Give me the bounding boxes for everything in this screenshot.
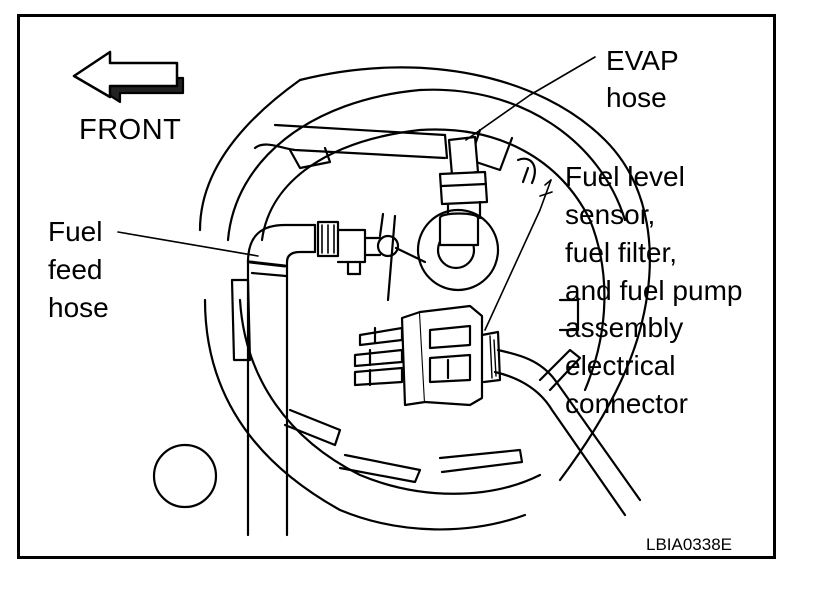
wiring-harness [493, 348, 642, 517]
sensor-label-line7: connector [565, 388, 688, 419]
sensor-label-line6: electrical [565, 350, 676, 381]
leader-lines [117, 56, 596, 331]
fuel-feed-hose [246, 212, 427, 537]
fuel-feed-hose-label-line1: Fuel [48, 216, 103, 247]
sensor-label-line1: Fuel level [565, 161, 685, 192]
pump-flange [230, 128, 606, 495]
sensor-label-line3: fuel filter, [565, 237, 678, 268]
electrical-connector [353, 304, 502, 407]
tank-outer-ring [198, 66, 651, 531]
left-arrow-icon [72, 50, 185, 104]
sensor-label-line5: assembly [565, 312, 684, 343]
sensor-label-line2: sensor, [565, 199, 656, 230]
fuel-feed-hose-label-line2: feed [48, 254, 103, 285]
fuel-feed-hose-label-line3: hose [48, 292, 109, 323]
pump-center-fitting [416, 208, 500, 292]
evap-hose-label-line2: hose [606, 82, 667, 113]
evap-hose-label-line1: EVAP [606, 45, 679, 76]
front-label: FRONT [79, 114, 182, 146]
evap-hose [253, 123, 489, 222]
sensor-label-line4: and fuel pump [565, 275, 743, 306]
figure-id: LBIA0338E [646, 535, 733, 554]
diagram-frame [17, 14, 776, 559]
round-cap [152, 443, 218, 509]
